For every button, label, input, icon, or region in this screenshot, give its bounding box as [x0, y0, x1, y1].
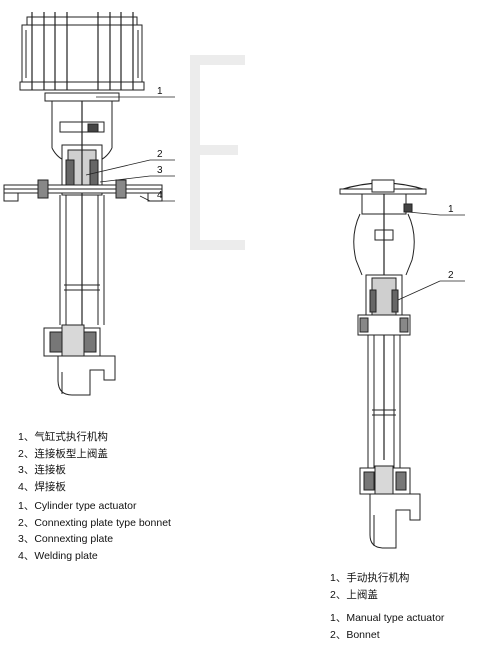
legend-text: 手动执行机构: [346, 572, 410, 584]
legend-num: 2、: [18, 516, 35, 529]
legend-text: 连接板: [34, 464, 66, 476]
left-callouts: [85, 96, 175, 202]
right-legend-english: 1、Manual type actuator 2、Bonnet: [330, 610, 444, 643]
legend-num: 4、: [18, 549, 35, 562]
legend-item: 2、上阀盖: [330, 587, 409, 604]
legend-text: Bonnet: [346, 628, 380, 641]
legend-num: 1、: [330, 572, 347, 584]
legend-num: 3、: [18, 464, 35, 476]
legend-num: 2、: [330, 588, 347, 601]
handwheel: [339, 179, 427, 215]
right-callouts: [397, 211, 465, 301]
right-callout-2: 2: [448, 270, 454, 281]
legend-num: 2、: [18, 447, 35, 460]
legend-num: 1、: [18, 500, 35, 512]
legend-item: 3、连接板: [18, 462, 108, 479]
legend-text: Connexting plate type bonnet: [34, 516, 171, 529]
left-legend-chinese: 1、气缸式执行机构 2、连接板型上阀盖 3、连接板 4、焊接板: [18, 429, 108, 495]
left-legend-english: 1、Cylinder type actuator 2、Connexting pl…: [18, 498, 171, 564]
legend-num: 1、: [18, 431, 35, 443]
legend-item: 1、Cylinder type actuator: [18, 498, 171, 515]
right-callout-1: 1: [448, 204, 454, 215]
connecting-plate: [3, 179, 163, 202]
legend-item: 2、连接板型上阀盖: [18, 446, 108, 463]
legend-text: 焊接板: [34, 480, 66, 493]
watermark: [190, 55, 245, 250]
legend-item: 1、气缸式执行机构: [18, 429, 108, 446]
legend-item: 4、Welding plate: [18, 548, 171, 565]
legend-text: Connexting plate: [34, 533, 114, 545]
left-callout-1: 1: [157, 86, 163, 97]
legend-num: 1、: [330, 612, 347, 624]
legend-item: 1、Manual type actuator: [330, 610, 444, 627]
right-legend-chinese: 1、手动执行机构 2、上阀盖: [330, 570, 409, 603]
legend-num: 4、: [18, 480, 35, 493]
legend-num: 2、: [330, 628, 347, 641]
left-callout-2: 2: [157, 149, 163, 160]
legend-text: 连接板型上阀盖: [34, 447, 108, 460]
legend-text: Welding plate: [34, 549, 98, 562]
valve-body-right: [359, 465, 421, 549]
legend-item: 1、手动执行机构: [330, 570, 409, 587]
extension-tube: [59, 195, 105, 325]
legend-text: 气缸式执行机构: [34, 431, 108, 443]
legend-item: 3、Connexting plate: [18, 531, 171, 548]
legend-item: 2、Bonnet: [330, 627, 444, 644]
legend-item: 4、焊接板: [18, 479, 108, 496]
extension-tube-right: [367, 335, 401, 470]
legend-text: Manual type actuator: [346, 612, 445, 624]
legend-text: 上阀盖: [346, 588, 378, 601]
left-valve: [3, 12, 163, 396]
legend-item: 2、Connexting plate type bonnet: [18, 515, 171, 532]
left-callout-4: 4: [157, 190, 163, 201]
valve-body: [43, 324, 116, 396]
right-valve: [339, 179, 427, 549]
cylinder-actuator: [19, 12, 145, 163]
legend-text: Cylinder type actuator: [34, 500, 137, 512]
left-callout-3: 3: [157, 165, 163, 176]
bonnet-right: [357, 274, 411, 336]
legend-num: 3、: [18, 533, 35, 545]
